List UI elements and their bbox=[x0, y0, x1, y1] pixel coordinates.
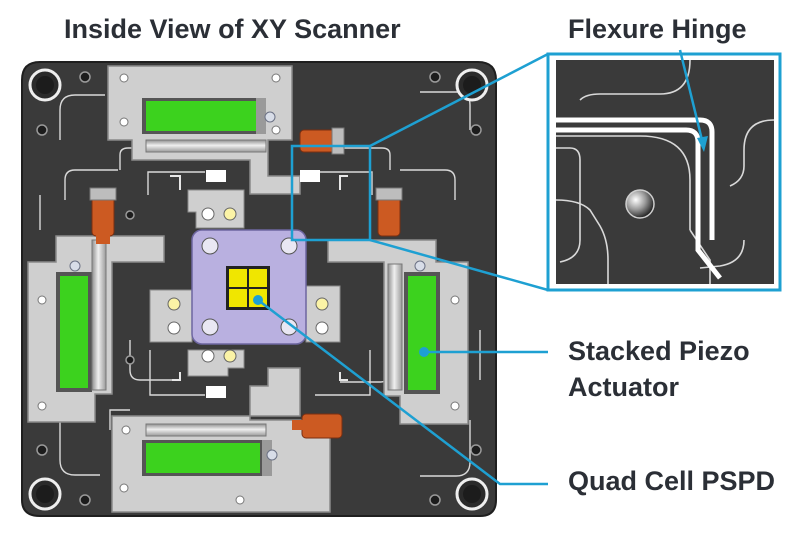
callout-lines bbox=[257, 52, 549, 486]
flexure-hinge-slot bbox=[556, 117, 715, 240]
piezo-stack-right bbox=[408, 276, 436, 390]
piezo-callout-dot bbox=[419, 347, 429, 357]
quad-cell-pspd bbox=[226, 266, 270, 310]
zoom-screw-hole bbox=[625, 189, 655, 219]
right-actuator-module bbox=[327, 187, 469, 425]
flexure-zoom-inset bbox=[546, 49, 782, 292]
circuit-traces bbox=[39, 91, 481, 502]
diagram-title: Inside View of XY Scanner bbox=[64, 14, 401, 44]
piezo-stack-left bbox=[60, 276, 88, 388]
bottom-actuator-module bbox=[111, 367, 343, 513]
flexure-highlight-box bbox=[290, 144, 372, 242]
piezo-actuator-label: Stacked Piezo Actuator bbox=[568, 333, 750, 405]
actuator-pin-bottom bbox=[301, 413, 343, 439]
center-frame bbox=[170, 170, 348, 398]
actuator-pin-top bbox=[299, 129, 337, 153]
piezo-stack-top bbox=[146, 101, 256, 131]
actuator-pin-left bbox=[91, 195, 115, 237]
flexure-arrow-head bbox=[697, 136, 708, 152]
inner-pads bbox=[149, 189, 341, 377]
flexure-hinge-label: Flexure Hinge bbox=[568, 14, 747, 44]
top-actuator-module bbox=[107, 65, 345, 195]
pspd-label: Quad Cell PSPD bbox=[568, 466, 776, 496]
pspd-callout-dot bbox=[253, 295, 263, 305]
left-actuator-module bbox=[27, 187, 165, 423]
actuator-pin-right bbox=[377, 195, 401, 237]
piezo-label-line1: Stacked Piezo bbox=[568, 336, 750, 366]
piezo-label-line2: Actuator bbox=[568, 372, 680, 402]
piezo-stack-bottom bbox=[146, 443, 260, 473]
